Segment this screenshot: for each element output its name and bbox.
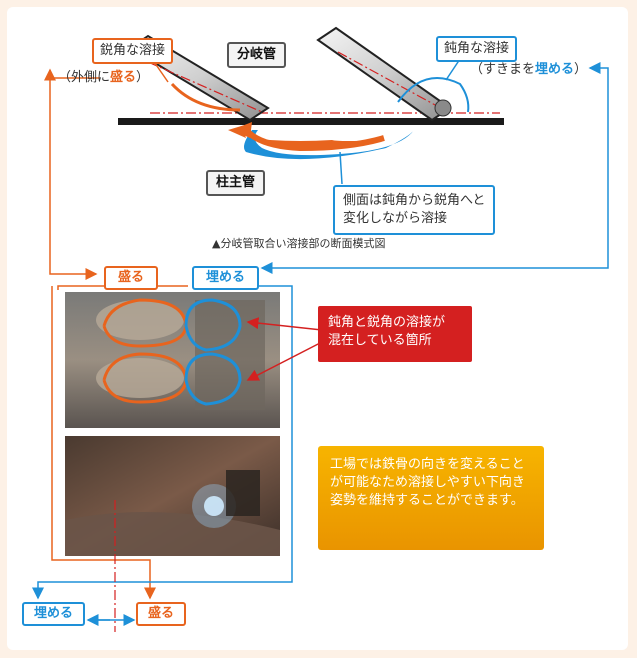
fill-tag-bottom: 埋める (22, 602, 86, 626)
orange-frame (51, 286, 156, 600)
factory-callout: 工場では鉄骨の向きを変えることが可能なため溶接しやすい下向き姿勢を維持することが… (318, 446, 544, 550)
diagram-caption: ▲分岐管取合い溶接部の断面模式図 (212, 237, 386, 250)
acute-weld-label: 鋭角な溶接 (92, 38, 174, 64)
loop-mound-top (49, 77, 100, 280)
mixed-weld-line-2: 混在している箇所 (328, 333, 432, 348)
outer-mound-note: （外側に盛る） (58, 70, 150, 85)
mound-tag-bottom: 盛る (136, 602, 187, 626)
mixed-pointer-1 (246, 317, 323, 331)
gap-fill-note: （すきまを埋める） (470, 62, 588, 77)
mound-tag-top: 盛る (104, 266, 159, 290)
mixed-weld-callout: 鈍角と鋭角の溶接が 混在している箇所 (318, 306, 472, 362)
side-note: 側面は鈍角から鋭角へと 変化しながら溶接 (333, 185, 496, 235)
fill-tag-top: 埋める (192, 266, 260, 290)
right-branch-pipe (316, 26, 452, 122)
obtuse-weld-arc (397, 77, 470, 113)
obtuse-weld-label: 鈍角な溶接 (436, 36, 518, 62)
side-note-line-2: 変化しながら溶接 (343, 211, 448, 226)
factory-callout-text: 工場では鉄骨の向きを変えることが可能なため溶接しやすい下向き姿勢を維持することが… (330, 457, 525, 508)
mixed-weld-line-1: 鈍角と鋭角の溶接が (328, 315, 446, 330)
side-pointer (339, 151, 343, 185)
side-note-line-1: 側面は鈍角から鋭角へと (343, 193, 486, 208)
mixed-pointer-2 (246, 341, 323, 381)
branch-pipe-label: 分岐管 (227, 42, 287, 68)
acute-weld-arc (170, 82, 241, 112)
main-pipe-label: 柱主管 (206, 170, 266, 196)
main-pipe-plate (118, 118, 504, 125)
